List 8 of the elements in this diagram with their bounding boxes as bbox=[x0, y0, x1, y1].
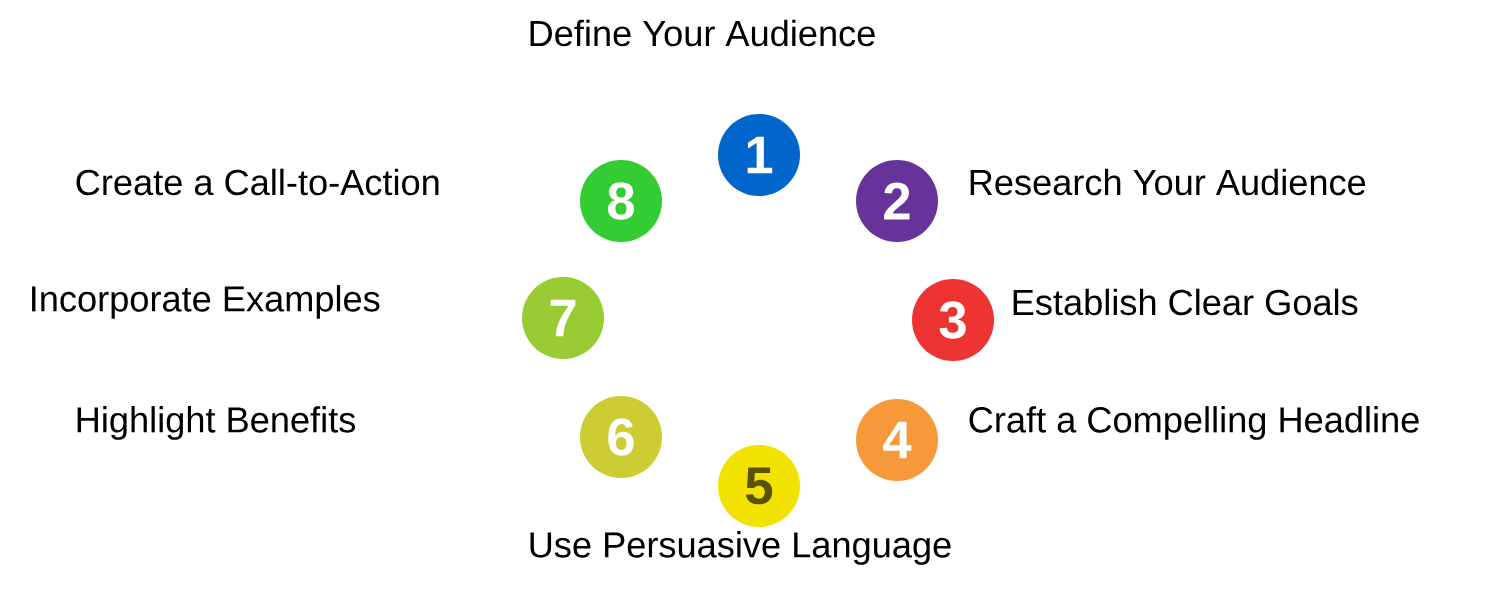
step-label: Use Persuasive Language bbox=[530, 531, 951, 565]
step-label: Establish Clear Goals bbox=[1013, 288, 1358, 316]
step-label: Create a Call-to-Action bbox=[76, 168, 439, 196]
step-label: Research Your Audience bbox=[970, 168, 1366, 196]
step-label: Highlight Benefits bbox=[77, 406, 356, 440]
step-label: Craft a Compelling Headline bbox=[969, 406, 1419, 440]
step-label: Define Your Audience bbox=[530, 19, 875, 47]
step-label: Incorporate Examples bbox=[32, 285, 380, 319]
